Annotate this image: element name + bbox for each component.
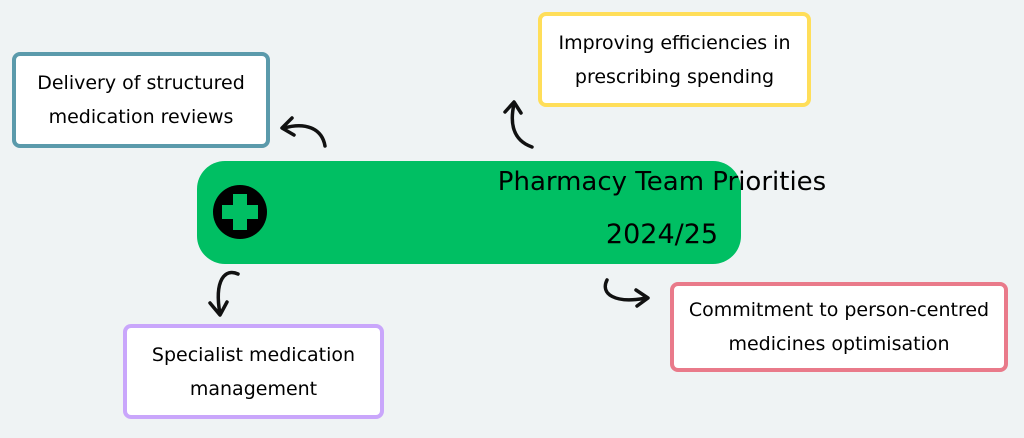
priority-box-medication-reviews: Delivery of structured medication review… — [12, 52, 270, 148]
central-topic: Pharmacy Team Priorities 2024/25 — [197, 161, 826, 264]
arrow-to-person-centred — [603, 278, 650, 308]
central-title: Pharmacy Team Priorities — [497, 167, 827, 197]
medical-cross-icon — [213, 185, 267, 239]
priority-box-person-centred: Commitment to person-centred medicines o… — [670, 282, 1008, 372]
arrow-to-medication-reviews — [280, 116, 327, 148]
central-year: 2024/25 — [605, 219, 719, 250]
arrow-to-prescribing — [503, 100, 534, 149]
priority-box-prescribing-efficiencies: Improving efficiencies in prescribing sp… — [538, 12, 811, 107]
arrow-to-specialist — [208, 270, 240, 317]
priority-text: Specialist medication management — [151, 343, 356, 400]
priority-text: Commitment to person-centred medicines o… — [688, 299, 990, 355]
priority-text: Improving efficiencies in prescribing sp… — [558, 31, 791, 88]
priority-box-specialist-management: Specialist medication management — [123, 324, 384, 419]
priority-text: Delivery of structured medication review… — [37, 72, 245, 128]
